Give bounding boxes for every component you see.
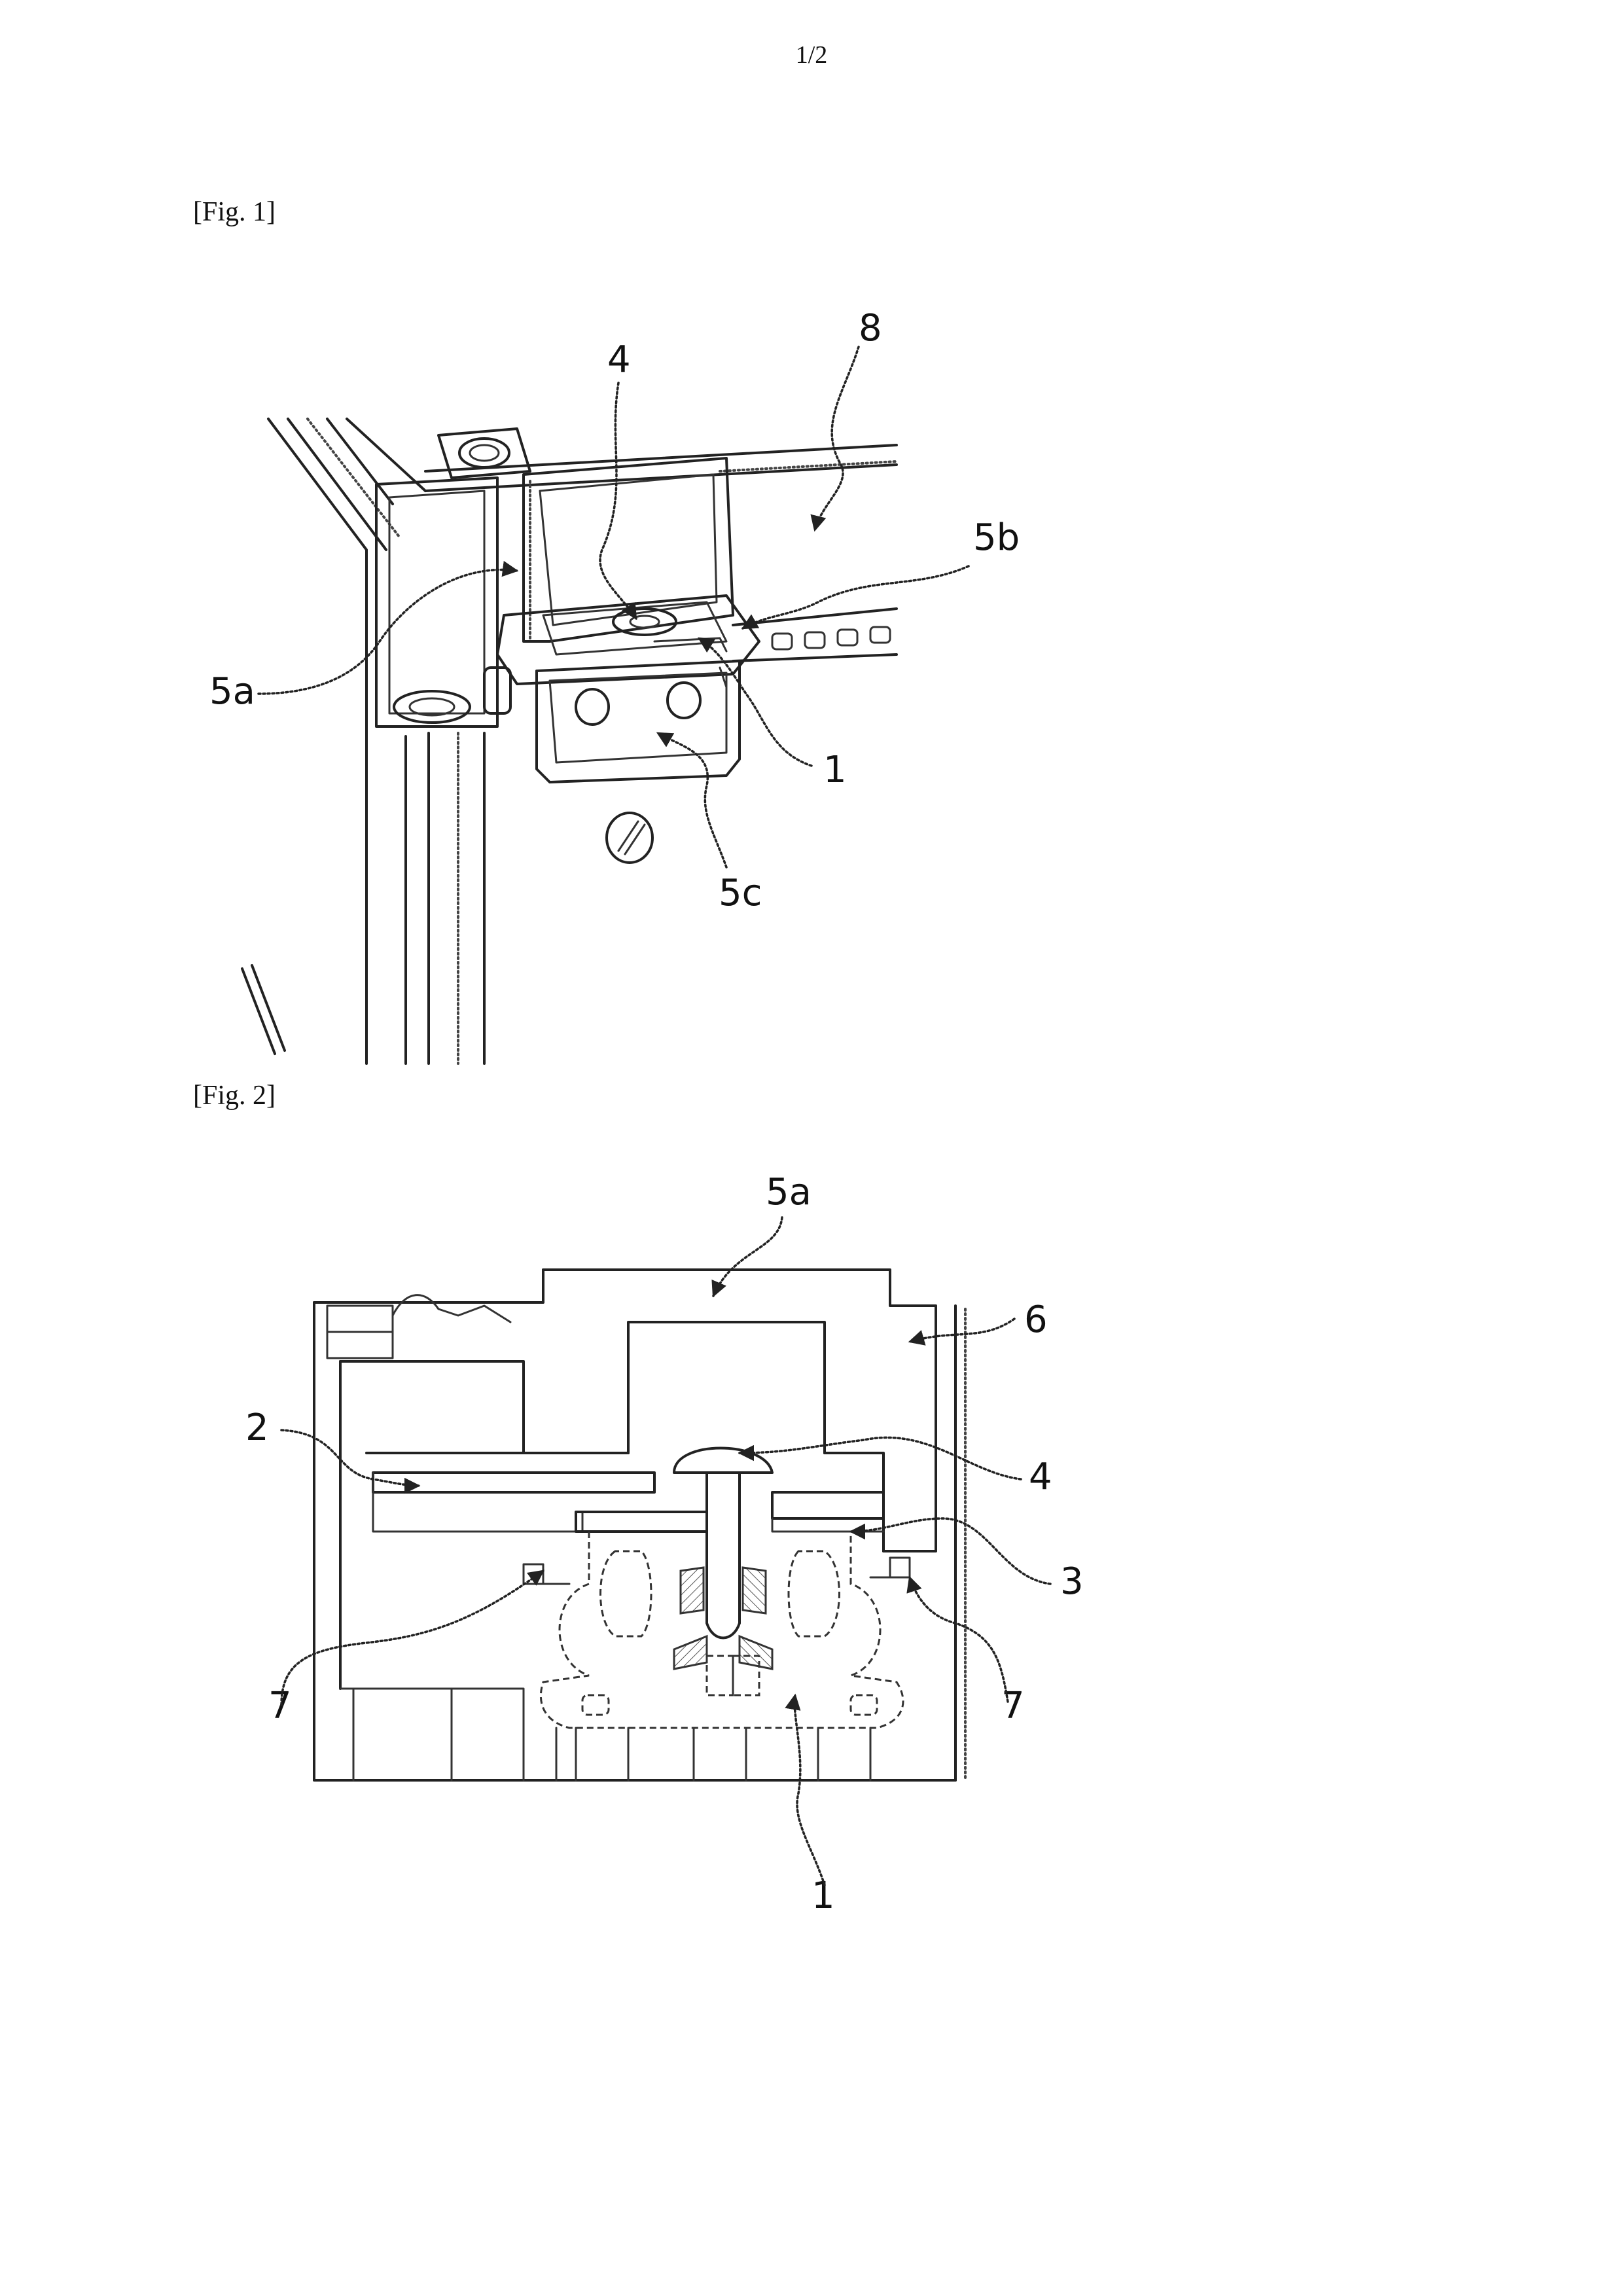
ref-label-6: 6	[1024, 1299, 1048, 1341]
leader-4	[740, 1437, 1021, 1479]
slot-5a	[373, 1322, 883, 1551]
ref-label-2: 2	[245, 1407, 269, 1449]
ref-label-5c: 5c	[719, 872, 762, 914]
figure-2: 5a 6 2 4 3 7 7 1	[0, 1165, 1623, 1937]
page-number: 1/2	[796, 41, 828, 69]
leader-7-right	[910, 1577, 1008, 1702]
leader-3	[851, 1518, 1050, 1584]
ref-label-3: 3	[1060, 1560, 1084, 1603]
leader-5b	[743, 566, 969, 628]
ref-label-4: 4	[1029, 1456, 1052, 1498]
leader-5a	[259, 569, 517, 694]
ref-label-4: 4	[607, 338, 631, 381]
leader-8	[815, 347, 859, 530]
figure-1-drawing: 8 4 5b 5a 1 5c	[0, 275, 1623, 1073]
plate-2	[373, 1473, 883, 1532]
ref-label-7-left: 7	[268, 1685, 292, 1727]
clip-body-1	[541, 1532, 903, 1780]
leader-1	[794, 1695, 825, 1885]
figure-2-caption: [Fig. 2]	[193, 1080, 276, 1111]
leader-6	[910, 1319, 1014, 1342]
figure-2-drawing: 5a 6 2 4 3 7 7 1	[0, 1165, 1623, 1937]
ref-label-7-right: 7	[1001, 1685, 1025, 1727]
leader-2	[281, 1430, 419, 1486]
figure-1-caption: [Fig. 1]	[193, 196, 276, 228]
ref-label-1: 1	[823, 749, 847, 791]
part-3	[772, 1492, 883, 1518]
housing-6	[314, 1270, 965, 1780]
leader-4	[600, 383, 636, 619]
fig1-frame	[242, 419, 897, 1064]
ref-label-8: 8	[859, 307, 882, 350]
figure-1: 8 4 5b 5a 1 5c	[0, 275, 1623, 1073]
ref-label-5a: 5a	[766, 1171, 812, 1213]
small-fastener	[607, 813, 652, 863]
leader-5a	[713, 1217, 782, 1296]
ref-label-5b: 5b	[973, 516, 1020, 559]
leader-7-left	[281, 1571, 543, 1705]
rail-slots	[772, 627, 890, 649]
ref-label-5a: 5a	[209, 670, 255, 713]
